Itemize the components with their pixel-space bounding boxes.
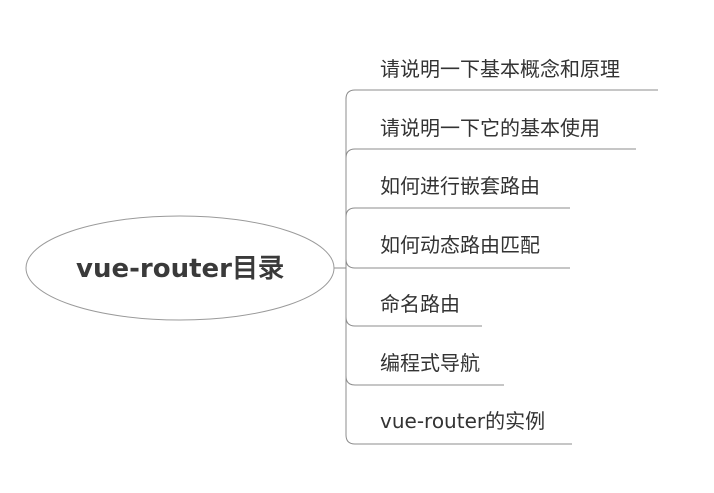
branch-underline-6 bbox=[345, 375, 504, 386]
branch-label-4: 如何动态路由匹配 bbox=[380, 233, 540, 257]
branch-underline-1 bbox=[345, 89, 658, 100]
branch-underline-5 bbox=[345, 316, 482, 327]
trunk-line bbox=[345, 98, 572, 445]
branch-underline-3 bbox=[345, 207, 570, 218]
branch-label-2: 请说明一下它的基本使用 bbox=[380, 116, 600, 140]
root-label: vue-router目录 bbox=[76, 254, 284, 284]
branch-label-7: vue-router的实例 bbox=[380, 409, 545, 433]
branch-underline-4 bbox=[345, 258, 570, 269]
root-node bbox=[25, 215, 335, 321]
branch-label-1: 请说明一下基本概念和原理 bbox=[380, 57, 620, 81]
branch-label-6: 编程式导航 bbox=[380, 351, 480, 375]
branch-label-5: 命名路由 bbox=[380, 292, 460, 316]
branch-underline-2 bbox=[345, 148, 636, 159]
branch-label-3: 如何进行嵌套路由 bbox=[380, 174, 540, 198]
